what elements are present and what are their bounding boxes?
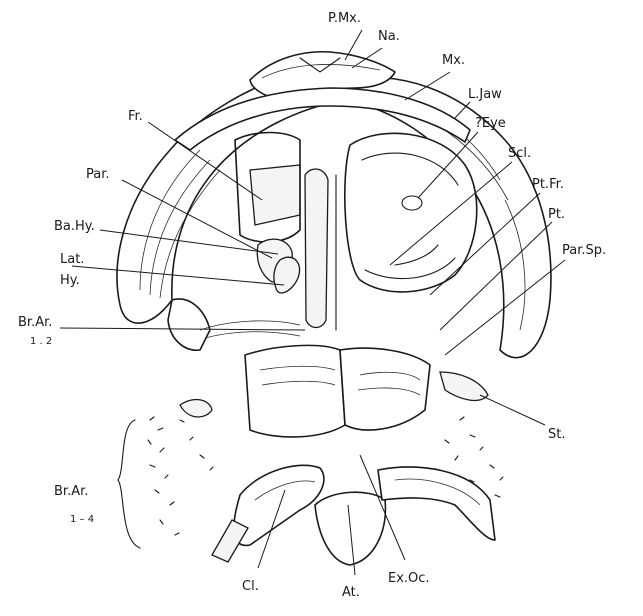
clavicle	[234, 465, 324, 545]
label-branchial-arch-1-4: Br.Ar.	[54, 484, 88, 499]
label-sclerotic: Scl.	[508, 146, 531, 161]
label-lateral: Lat.	[60, 252, 84, 267]
label-maxilla: Mx.	[442, 53, 465, 68]
label-frontal: Fr.	[128, 109, 143, 124]
label-branchial-arch-1-2-sub: 1 . 2	[30, 336, 52, 347]
branchial-brace	[118, 420, 140, 548]
frontal-bone	[250, 165, 300, 225]
exoccipital	[378, 467, 495, 540]
occipital-block-right	[340, 348, 430, 430]
branchial-arch-left	[168, 299, 210, 350]
label-branchial-arch-1-4-sub: 1 – 4	[70, 514, 94, 525]
label-eye: ?Eye	[475, 116, 506, 131]
lateral-hyoid	[274, 257, 300, 293]
right-orbit	[345, 133, 477, 292]
label-stylohyal: St.	[548, 427, 565, 442]
label-exoccipital: Ex.Oc.	[388, 571, 430, 586]
label-hyoid: Hy.	[60, 273, 80, 288]
stylohyal-left	[180, 400, 212, 417]
label-atlas: At.	[342, 585, 360, 600]
label-basihyal: Ba.Hy.	[54, 219, 95, 234]
central-rod	[305, 169, 328, 328]
label-pterygoid: Pt.	[548, 207, 565, 222]
label-parasphenoid: Par.Sp.	[562, 243, 606, 258]
label-lower-jaw: L.Jaw	[468, 87, 502, 102]
label-branchial-arch-1-2: Br.Ar.	[18, 315, 52, 330]
label-nasal: Na.	[378, 29, 400, 44]
occipital-block	[245, 345, 345, 437]
label-premaxilla: P.Mx.	[328, 11, 361, 26]
label-pterygo-frontal: Pt.Fr.	[532, 177, 564, 192]
label-parietal: Par.	[86, 167, 110, 182]
stylohyal-right	[440, 372, 488, 400]
label-clavicle: Cl.	[242, 579, 259, 594]
